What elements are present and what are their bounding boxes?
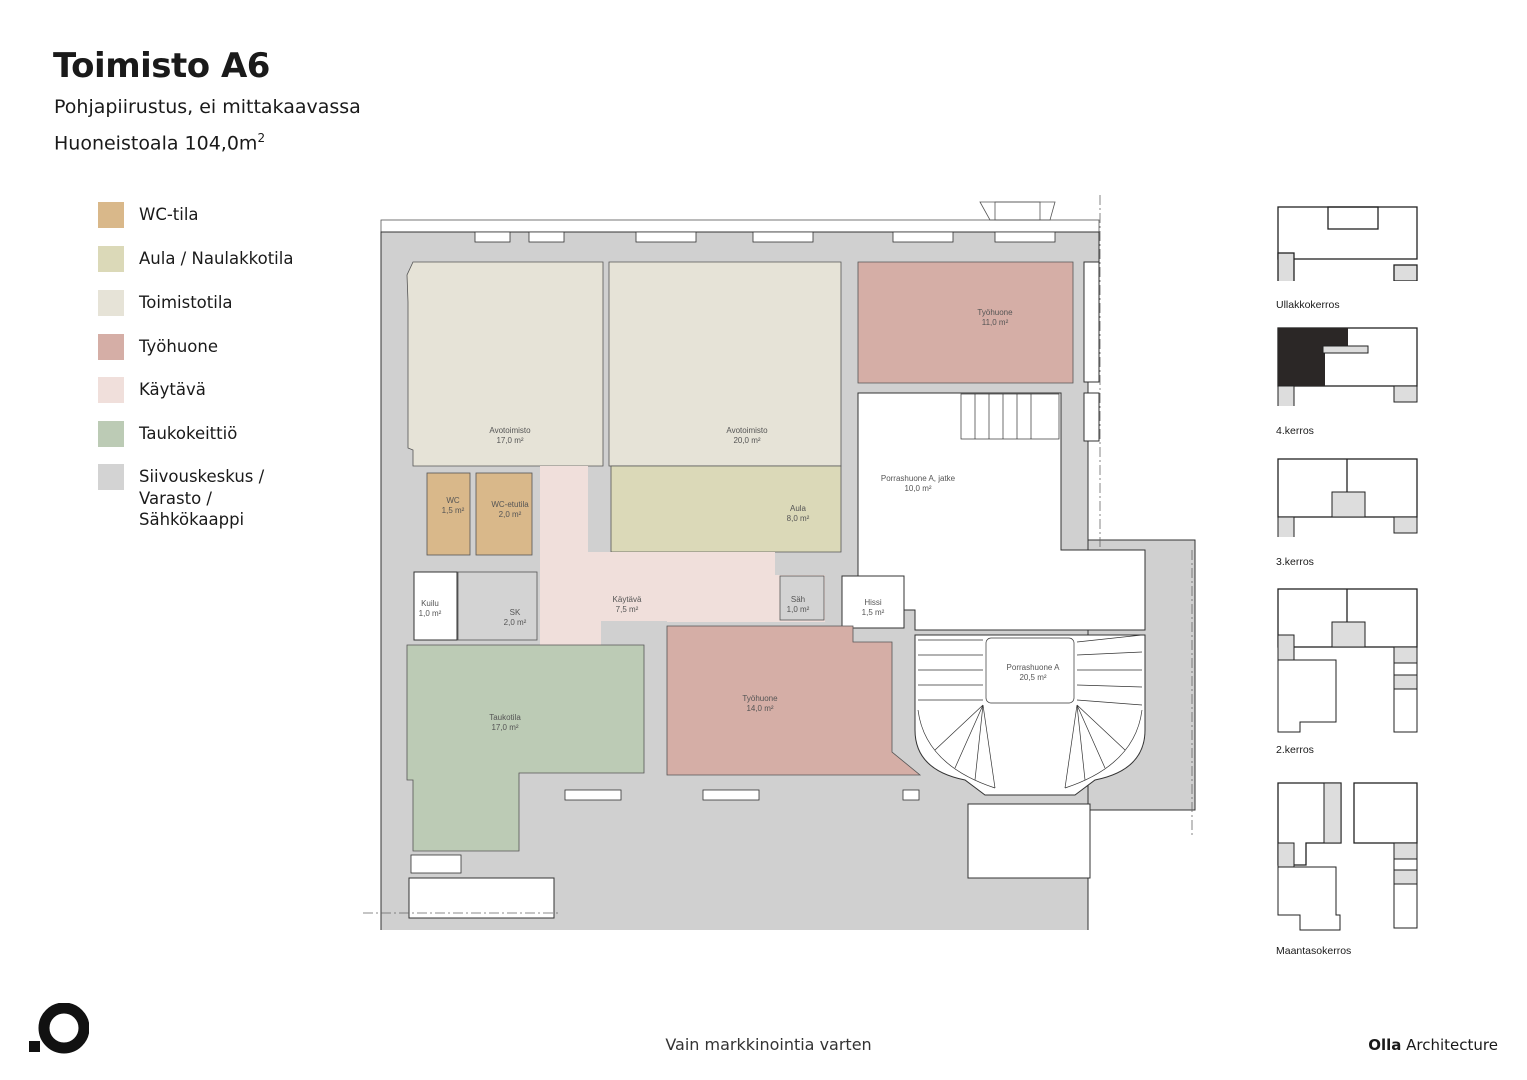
windows bbox=[410, 231, 1056, 874]
svg-text:Aula: Aula bbox=[790, 504, 807, 513]
svg-text:1,5 m²: 1,5 m² bbox=[862, 608, 885, 617]
floor-label-2[interactable]: 2.kerros bbox=[1276, 744, 1314, 756]
brand-rest: Architecture bbox=[1401, 1036, 1498, 1054]
legend-item-office: Toimistotila bbox=[98, 290, 233, 316]
svg-text:Kuilu: Kuilu bbox=[421, 599, 439, 608]
legend-label: Aula / Naulakkotila bbox=[139, 249, 294, 268]
legend-swatch bbox=[98, 421, 124, 447]
svg-text:Käytävä: Käytävä bbox=[613, 595, 642, 604]
legend-swatch bbox=[98, 290, 124, 316]
legend-item-corridor: Käytävä bbox=[98, 377, 206, 403]
svg-text:Hissi: Hissi bbox=[864, 598, 882, 607]
floor-thumb-4[interactable] bbox=[1270, 326, 1420, 406]
legend-item-wc: WC-tila bbox=[98, 202, 199, 228]
svg-text:SK: SK bbox=[510, 608, 521, 617]
svg-text:Avotoimisto: Avotoimisto bbox=[489, 426, 531, 435]
area-label: Huoneistoala 104,0m bbox=[54, 132, 258, 155]
svg-text:17,0 m²: 17,0 m² bbox=[491, 723, 518, 732]
svg-text:WC: WC bbox=[446, 496, 460, 505]
floor-thumb-ground[interactable] bbox=[1270, 780, 1420, 935]
svg-text:Porrashuone A, jatke: Porrashuone A, jatke bbox=[881, 474, 956, 483]
floor-label-ground[interactable]: Maantasokerros bbox=[1276, 945, 1352, 957]
svg-text:Porrashuone A: Porrashuone A bbox=[1007, 663, 1061, 672]
legend-swatch bbox=[98, 202, 124, 228]
svg-text:1,0 m²: 1,0 m² bbox=[419, 609, 442, 618]
area-unit: 2 bbox=[257, 131, 266, 145]
svg-text:7,5 m²: 7,5 m² bbox=[616, 605, 639, 614]
legend-item-workroom: Työhuone bbox=[98, 334, 218, 360]
svg-text:10,0 m²: 10,0 m² bbox=[904, 484, 931, 493]
legend-swatch bbox=[98, 377, 124, 403]
legend-label: Työhuone bbox=[139, 337, 218, 356]
room-wc[interactable] bbox=[426, 472, 471, 556]
svg-text:Työhuone: Työhuone bbox=[742, 694, 778, 703]
legend-swatch bbox=[98, 464, 124, 490]
floor-thumb-3[interactable] bbox=[1270, 457, 1420, 537]
room-aula[interactable] bbox=[610, 465, 842, 553]
svg-text:14,0 m²: 14,0 m² bbox=[746, 704, 773, 713]
svg-text:Taukotila: Taukotila bbox=[489, 713, 521, 722]
room-cleaning[interactable] bbox=[457, 571, 538, 641]
room-electrical[interactable] bbox=[779, 575, 825, 621]
olla-logo-icon bbox=[29, 1003, 89, 1054]
legend-swatch bbox=[98, 334, 124, 360]
svg-text:8,0 m²: 8,0 m² bbox=[787, 514, 810, 523]
room-workroom-1[interactable] bbox=[857, 261, 1074, 384]
room-office-1[interactable] bbox=[406, 261, 604, 467]
legend-label: Toimistotila bbox=[139, 293, 233, 312]
floor-label-4[interactable]: 4.kerros bbox=[1276, 425, 1314, 437]
legend-item-break-room: Taukokeittiö bbox=[98, 421, 237, 447]
legend-label: Taukokeittiö bbox=[139, 424, 238, 443]
brand-bold: Olla bbox=[1368, 1036, 1402, 1054]
svg-text:1,5 m²: 1,5 m² bbox=[442, 506, 465, 515]
svg-text:17,0 m²: 17,0 m² bbox=[496, 436, 523, 445]
floor-thumb-2[interactable] bbox=[1270, 587, 1420, 737]
svg-text:Säh: Säh bbox=[791, 595, 805, 604]
svg-text:Työhuone: Työhuone bbox=[977, 308, 1013, 317]
room-corridor[interactable] bbox=[540, 466, 825, 645]
brand-wordmark: Olla Architecture bbox=[1368, 1036, 1498, 1054]
svg-text:2,0 m²: 2,0 m² bbox=[499, 510, 522, 519]
svg-text:20,0 m²: 20,0 m² bbox=[733, 436, 760, 445]
room-office-2[interactable] bbox=[608, 261, 842, 467]
svg-text:20,5 m²: 20,5 m² bbox=[1019, 673, 1046, 682]
room-wc-anteroom[interactable] bbox=[475, 472, 533, 556]
legend-label: Siivouskeskus / Varasto / Sähkökaappi bbox=[139, 467, 265, 529]
open-areas bbox=[408, 261, 1146, 919]
floor-label-3[interactable]: 3.kerros bbox=[1276, 556, 1314, 568]
svg-text:11,0 m²: 11,0 m² bbox=[982, 318, 1009, 327]
room-workroom-2[interactable] bbox=[666, 625, 922, 776]
boundary-lines bbox=[363, 195, 1193, 914]
marketing-disclaimer: Vain markkinointia varten bbox=[665, 1035, 872, 1054]
legend-item-aula: Aula / Naulakkotila bbox=[98, 246, 293, 272]
floor-label-attic[interactable]: Ullakkokerros bbox=[1276, 299, 1340, 311]
room-labels: Avotoimisto 17,0 m² Avotoimisto 20,0 m² … bbox=[419, 308, 1060, 732]
svg-text:1,0 m²: 1,0 m² bbox=[787, 605, 810, 614]
apartment-area: Huoneistoala 104,0m2 bbox=[54, 131, 265, 154]
svg-text:Avotoimisto: Avotoimisto bbox=[726, 426, 768, 435]
page-title: Toimisto A6 bbox=[53, 46, 270, 86]
floor-thumb-attic[interactable] bbox=[1270, 201, 1420, 281]
page-subtitle: Pohjapiirustus, ei mittakaavassa bbox=[54, 96, 361, 118]
roof-edge bbox=[380, 201, 1100, 233]
staircase bbox=[917, 393, 1143, 789]
legend-swatch bbox=[98, 246, 124, 272]
svg-text:2,0 m²: 2,0 m² bbox=[504, 618, 527, 627]
legend-item-storage: Siivouskeskus / Varasto / Sähkökaappi bbox=[98, 464, 264, 531]
legend-label: Käytävä bbox=[139, 380, 206, 399]
legend-label: WC-tila bbox=[139, 205, 199, 224]
svg-text:WC-etutila: WC-etutila bbox=[491, 500, 529, 509]
room-break[interactable] bbox=[406, 644, 645, 852]
floor-plan: Avotoimisto 17,0 m² Avotoimisto 20,0 m² … bbox=[363, 195, 1196, 930]
